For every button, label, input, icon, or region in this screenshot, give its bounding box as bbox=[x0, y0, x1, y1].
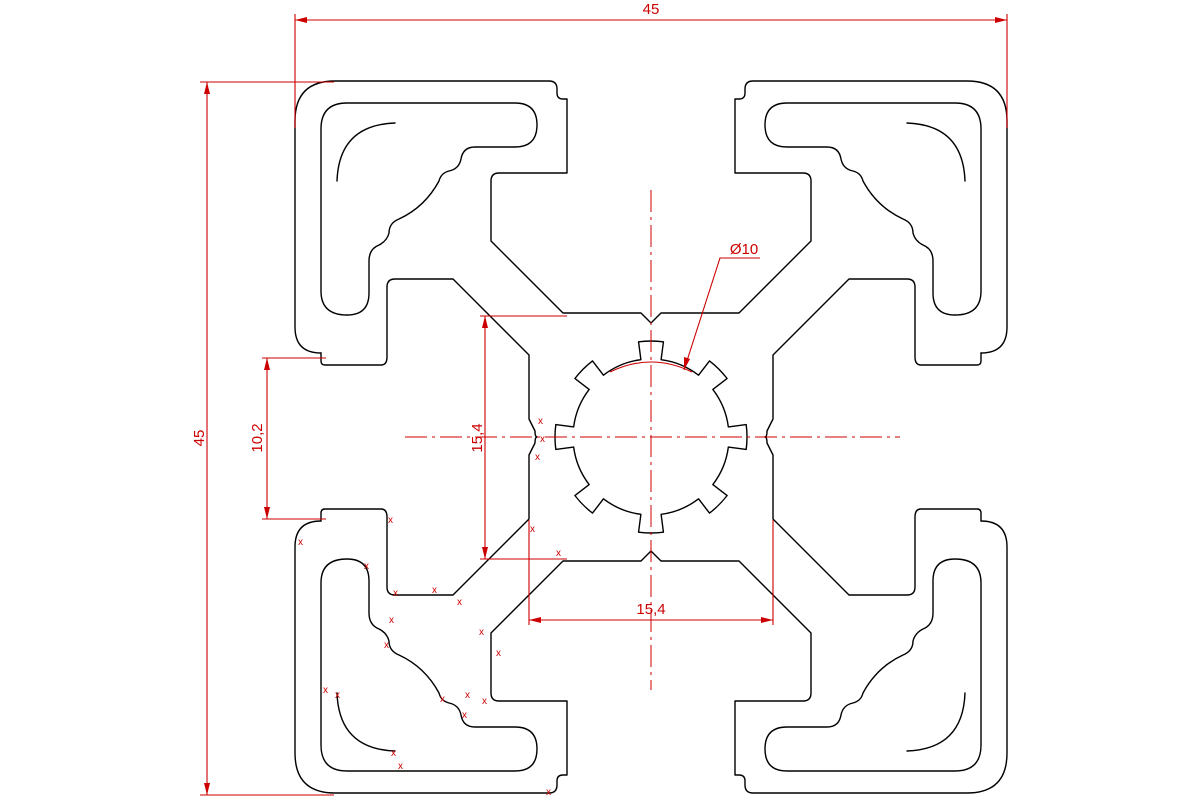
overall-width-label: 45 bbox=[643, 1, 660, 18]
snap-marker: x bbox=[538, 416, 543, 427]
cavity-bottom-right bbox=[764, 558, 982, 772]
cavity-bottom-left bbox=[320, 558, 538, 772]
snap-marker: x bbox=[465, 690, 470, 701]
snap-marker: x bbox=[432, 585, 437, 596]
core-width-label: 15,4 bbox=[636, 601, 665, 618]
snap-marker: x bbox=[393, 588, 398, 599]
snap-marker: x bbox=[389, 615, 394, 626]
dimension-lines bbox=[200, 14, 1008, 796]
snap-marker: x bbox=[496, 648, 501, 659]
snap-marker: x bbox=[457, 597, 462, 608]
snap-markers: x x x x x x x x x x x x x x x x x x x x … bbox=[298, 416, 561, 798]
snap-marker: x bbox=[388, 515, 393, 526]
corner-bottom-right bbox=[650, 520, 1008, 794]
dimension-labels: 45 45 10,2 15,4 15,4 Ø10 bbox=[191, 1, 758, 618]
snap-marker: x bbox=[556, 548, 561, 559]
snap-marker: x bbox=[364, 561, 369, 572]
snap-marker: x bbox=[440, 694, 445, 705]
snap-marker: x bbox=[546, 787, 551, 798]
center-bore-label: Ø10 bbox=[730, 241, 758, 258]
slot-width-label: 10,2 bbox=[249, 423, 266, 452]
snap-marker: x bbox=[398, 761, 403, 772]
snap-marker: x bbox=[530, 524, 535, 535]
center-lines bbox=[405, 190, 900, 690]
snap-marker: x bbox=[462, 710, 467, 721]
profile-outline bbox=[294, 80, 1008, 794]
snap-marker: x bbox=[535, 452, 540, 463]
snap-marker: x bbox=[482, 696, 487, 707]
snap-marker: x bbox=[540, 434, 545, 445]
center-bore bbox=[554, 340, 748, 534]
corner-top-right bbox=[650, 80, 1008, 354]
snap-marker: x bbox=[479, 627, 484, 638]
cavity-top-left bbox=[320, 102, 538, 316]
snap-marker: x bbox=[298, 537, 303, 548]
snap-marker: x bbox=[335, 690, 340, 701]
snap-marker: x bbox=[384, 640, 389, 651]
diameter-leader bbox=[683, 257, 760, 371]
cavity-top-right bbox=[764, 102, 982, 316]
core-height-label: 15,4 bbox=[469, 423, 486, 452]
corner-bottom-left bbox=[294, 520, 652, 794]
snap-marker: x bbox=[323, 685, 328, 696]
overall-height-label: 45 bbox=[191, 430, 208, 447]
snap-marker: x bbox=[391, 748, 396, 759]
corner-top-left bbox=[294, 80, 652, 354]
